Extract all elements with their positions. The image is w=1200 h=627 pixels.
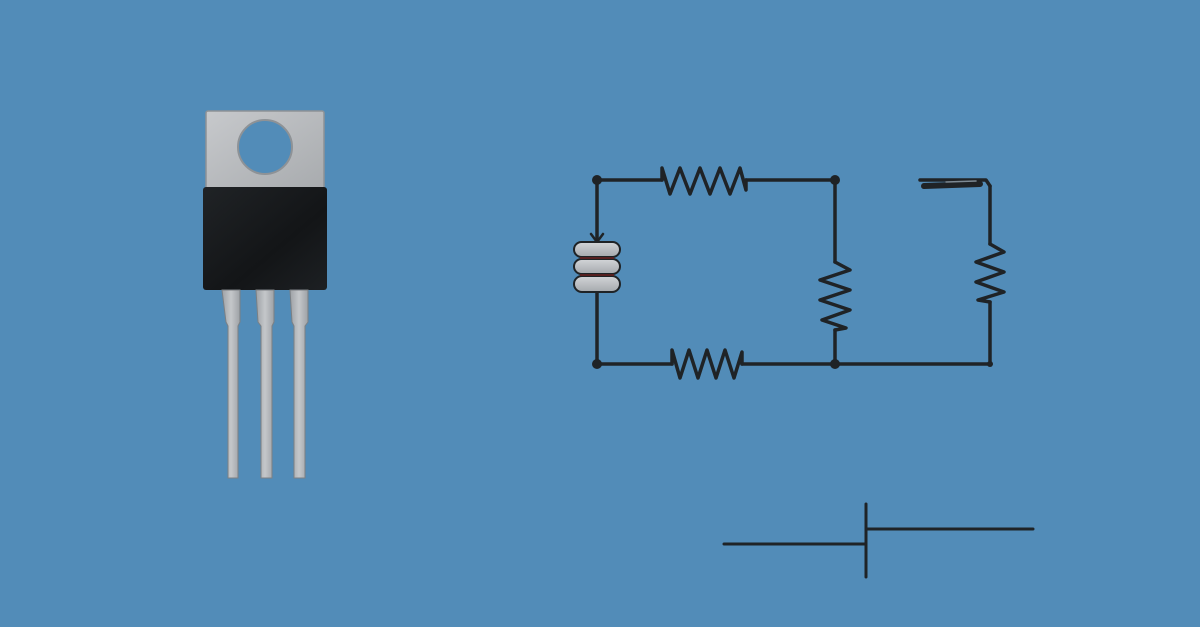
node-top-middle	[830, 175, 840, 185]
node-bottom-left	[592, 359, 602, 369]
node-top-left	[592, 175, 602, 185]
resistor-middle-icon	[818, 260, 852, 332]
mounting-hole-icon	[237, 119, 293, 175]
circuit-diagram	[592, 166, 1006, 380]
transistor-metal-tab	[205, 110, 325, 190]
transistor-body	[203, 187, 327, 290]
transistor-lead-right	[289, 289, 309, 479]
node-bottom-right	[987, 361, 993, 367]
transistor-leads	[221, 289, 309, 479]
resistor-bottom-icon	[670, 348, 744, 380]
circuit-nodes	[592, 175, 993, 369]
node-bottom-middle	[830, 359, 840, 369]
resistor-right-icon	[974, 242, 1006, 304]
capacitor-plate-symbol-icon	[722, 502, 1035, 579]
transistor-lead-left	[221, 289, 241, 479]
stacked-disc-coil-icon	[573, 232, 621, 293]
open-switch-icon	[918, 178, 992, 189]
transistor-lead-center	[255, 289, 275, 479]
circuit-wires	[595, 178, 992, 366]
resistor-top-icon	[660, 166, 748, 196]
transistor-to220-icon	[203, 110, 327, 479]
